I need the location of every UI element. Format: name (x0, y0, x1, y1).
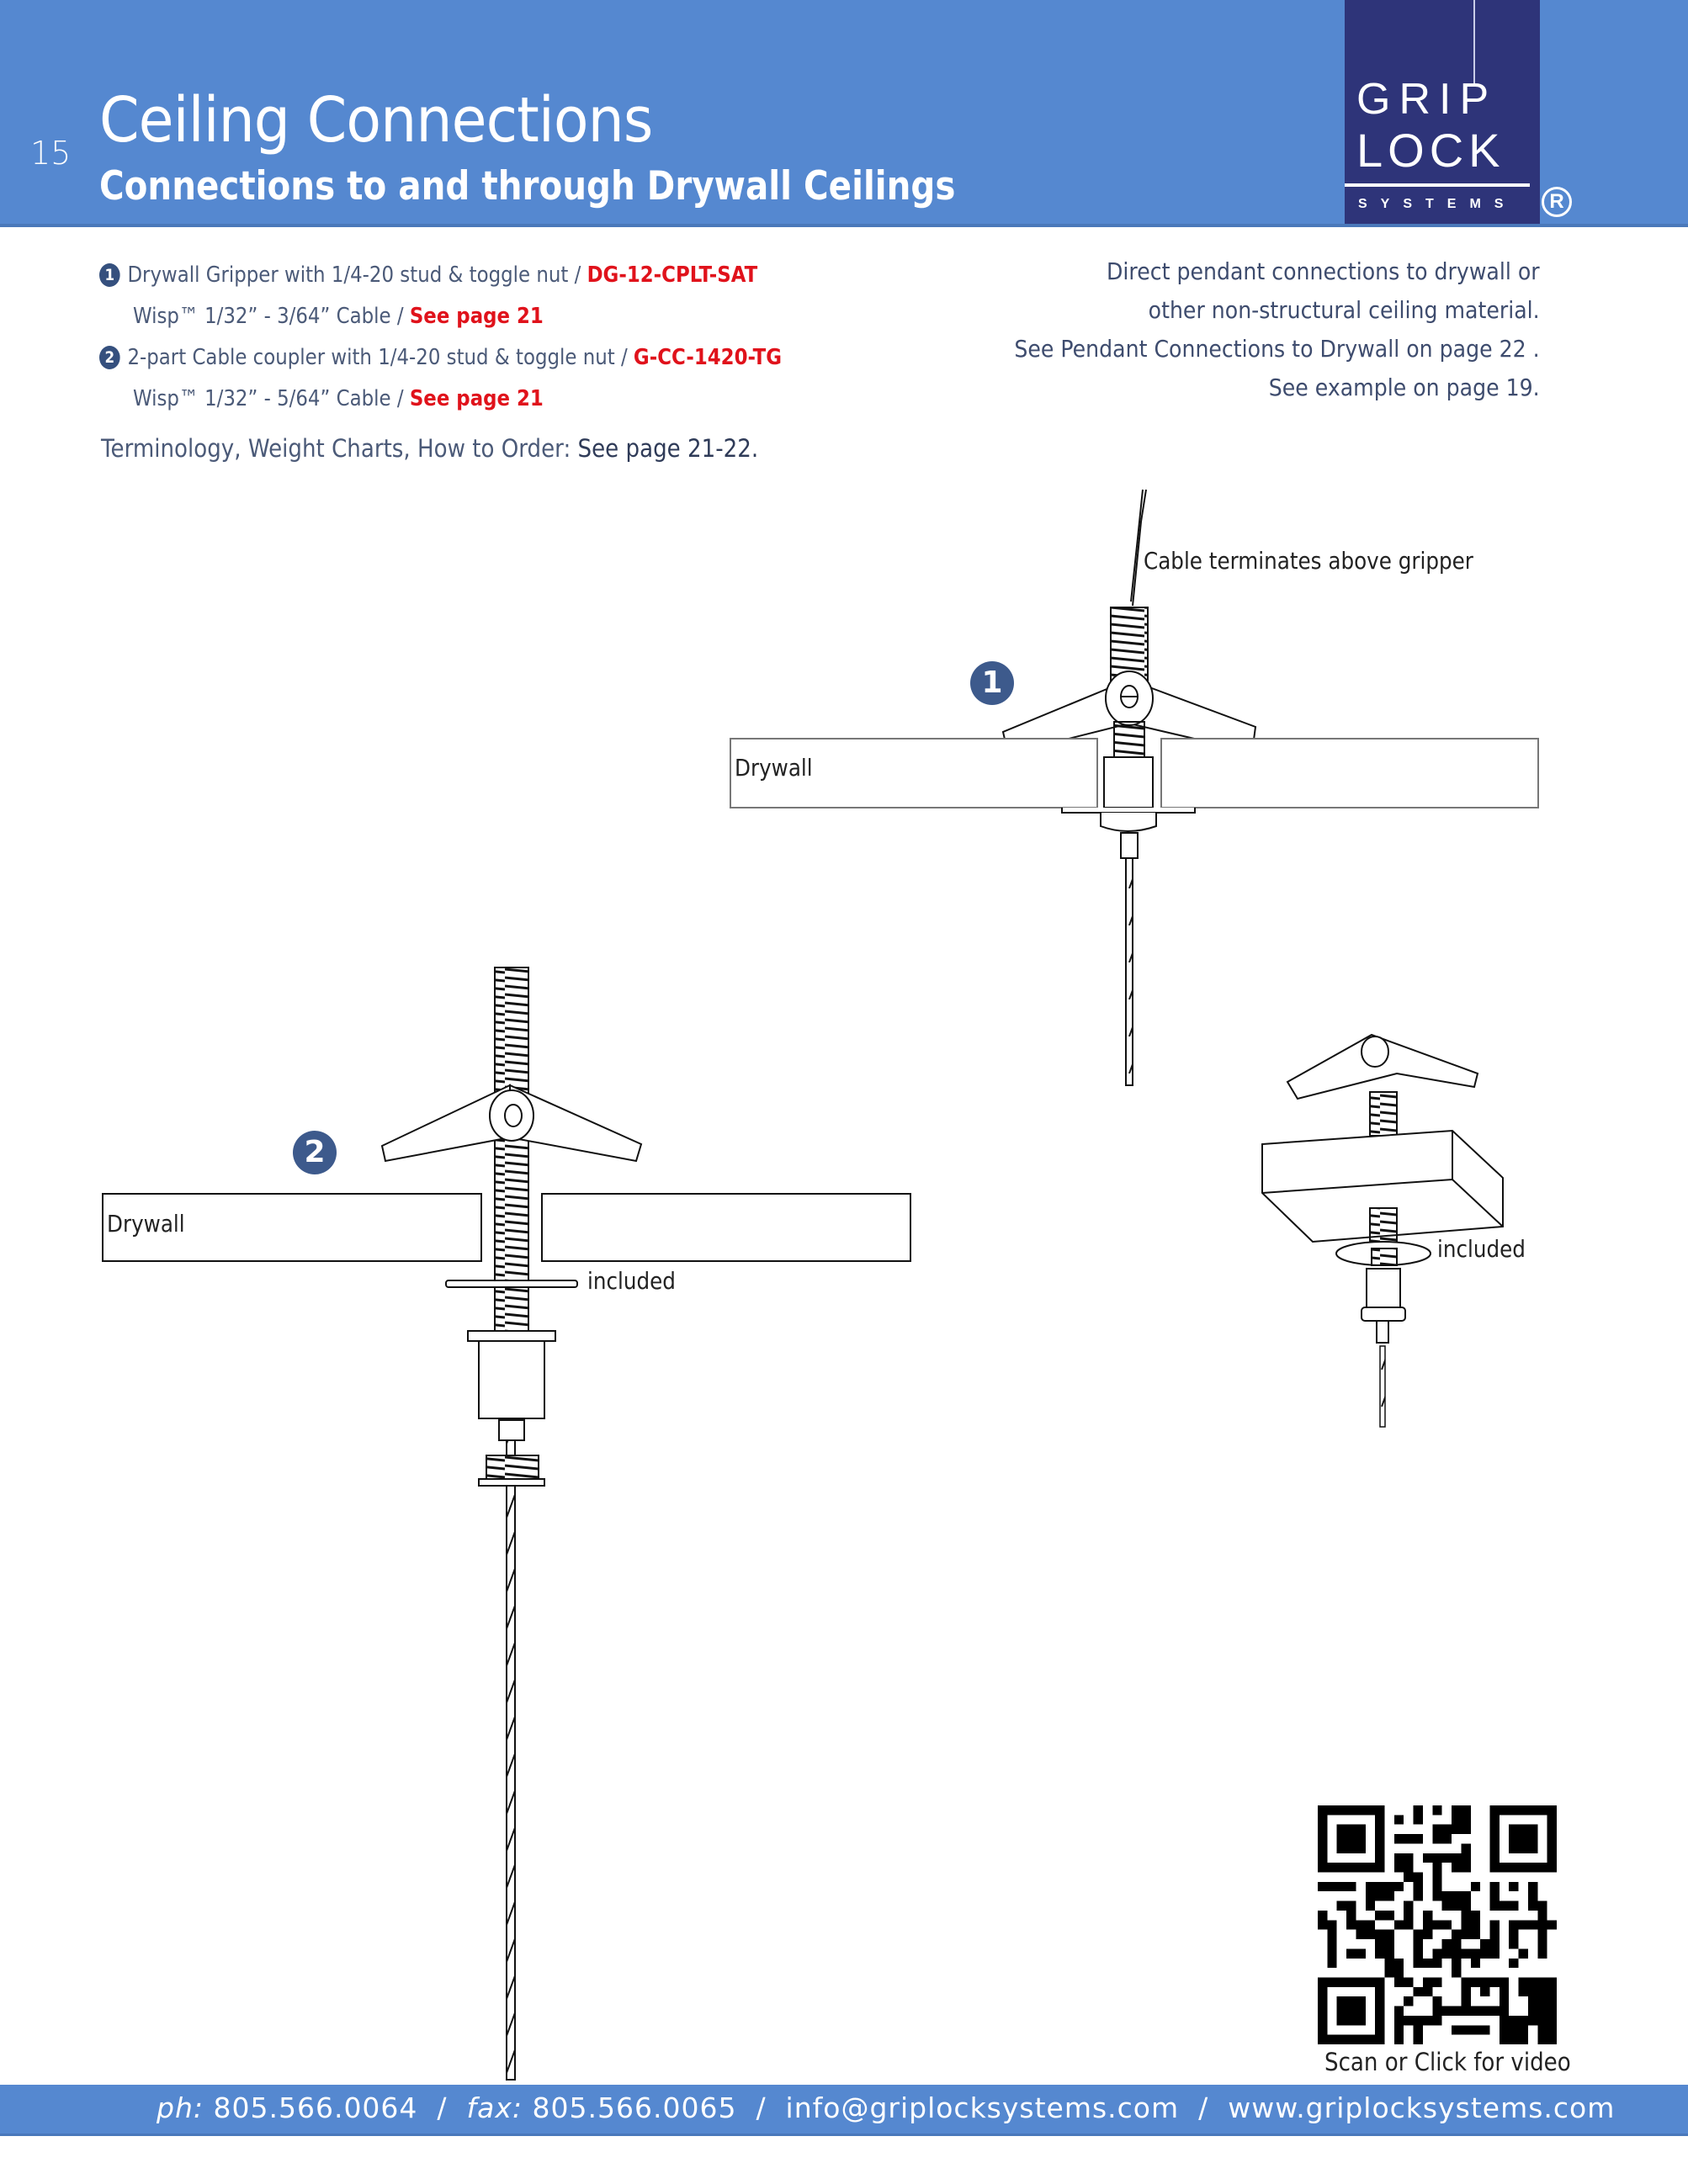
see-page-link[interactable]: See page 21 (409, 386, 544, 411)
page-number: 15 (30, 135, 72, 172)
diagram-1-drywall-gripper (730, 489, 1539, 1086)
website-link[interactable]: www.griplocksystems.com (1228, 2091, 1616, 2124)
separator: / (1198, 2091, 1209, 2124)
email-link[interactable]: info@griplocksystems.com (785, 2091, 1180, 2124)
note-line-link[interactable]: See Pendant Connections to Drywall on pa… (1014, 335, 1540, 363)
note-line: Direct pendant connections to drywall or (1107, 257, 1540, 285)
spec-item-cable-1: Wisp™ 1/32” - 3/64” Cable / See page 21 (133, 304, 544, 329)
logo-cable-line (1473, 0, 1475, 84)
footer-band (0, 2085, 1688, 2134)
spec-text: Drywall Gripper with 1/4-20 stud & toggl… (127, 262, 587, 288)
separator: / (756, 2091, 767, 2124)
phone-label: ph: (157, 2091, 204, 2124)
bullet-2-icon: 2 (99, 346, 120, 369)
phone-number[interactable]: 805.566.0064 (213, 2091, 418, 2124)
footer-rule (0, 2134, 1688, 2136)
terminology-link[interactable]: See page 21-22. (577, 434, 759, 463)
page-title: Ceiling Connections (99, 84, 653, 156)
footer-contact: ph: 805.566.0064 / fax: 805.566.0065 / i… (157, 2091, 1615, 2124)
header-rule (0, 224, 1688, 227)
see-page-link[interactable]: See page 21 (409, 304, 544, 329)
qr-code-video-link[interactable] (1318, 1805, 1557, 2044)
registered-trademark-icon: R (1542, 187, 1572, 217)
terminology-label: Terminology, Weight Charts, How to Order… (101, 434, 578, 463)
fax-number: 805.566.0065 (532, 2091, 737, 2124)
spec-item-1: 1 Drywall Gripper with 1/4-20 stud & togg… (99, 262, 757, 288)
diagram-2-badge: 2 (293, 1131, 337, 1174)
washer-included-note-2: included (587, 1267, 676, 1295)
terminology-note: Terminology, Weight Charts, How to Order… (101, 434, 758, 463)
spec-text: 2-part Cable coupler with 1/4-20 stud & … (127, 345, 634, 370)
spec-item-2: 2 2-part Cable coupler with 1/4-20 stud &… (99, 345, 782, 370)
logo-divider (1345, 183, 1530, 187)
separator: / (437, 2091, 448, 2124)
note-line-link[interactable]: See example on page 19. (1269, 374, 1540, 401)
logo-text-lock: LOCK (1356, 124, 1505, 177)
cable-terminates-note: Cable terminates above gripper (1144, 547, 1473, 575)
qr-caption[interactable]: Scan or Click for video (1324, 2048, 1571, 2076)
note-line: other non-structural ceiling material. (1148, 296, 1540, 324)
fax-label: fax: (466, 2091, 523, 2124)
description-note: Direct pendant connections to drywall or… (956, 252, 1540, 407)
spec-text: Wisp™ 1/32” - 3/64” Cable / (133, 304, 410, 329)
page-subtitle: Connections to and through Drywall Ceili… (99, 163, 956, 209)
logo-text-grip: GRIP (1356, 75, 1498, 124)
washer-included-note-3: included (1437, 1235, 1526, 1263)
logo-text-systems: SYSTEMS (1358, 197, 1517, 211)
drywall-label-2: Drywall (107, 1210, 185, 1238)
diagram-2-cable-coupler (102, 967, 911, 2081)
diagram-1-badge: 1 (970, 661, 1014, 705)
bullet-1-icon: 1 (99, 263, 120, 287)
part-code-link[interactable]: G-CC-1420-TG (633, 345, 783, 370)
drywall-label-1: Drywall (735, 754, 813, 782)
spec-text: Wisp™ 1/32” - 5/64” Cable / (133, 386, 410, 411)
part-code-link[interactable]: DG-12-CPLT-SAT (587, 262, 758, 288)
diagram-3-isometric-assembly (1261, 1033, 1504, 1428)
spec-item-cable-2: Wisp™ 1/32” - 5/64” Cable / See page 21 (133, 386, 544, 411)
